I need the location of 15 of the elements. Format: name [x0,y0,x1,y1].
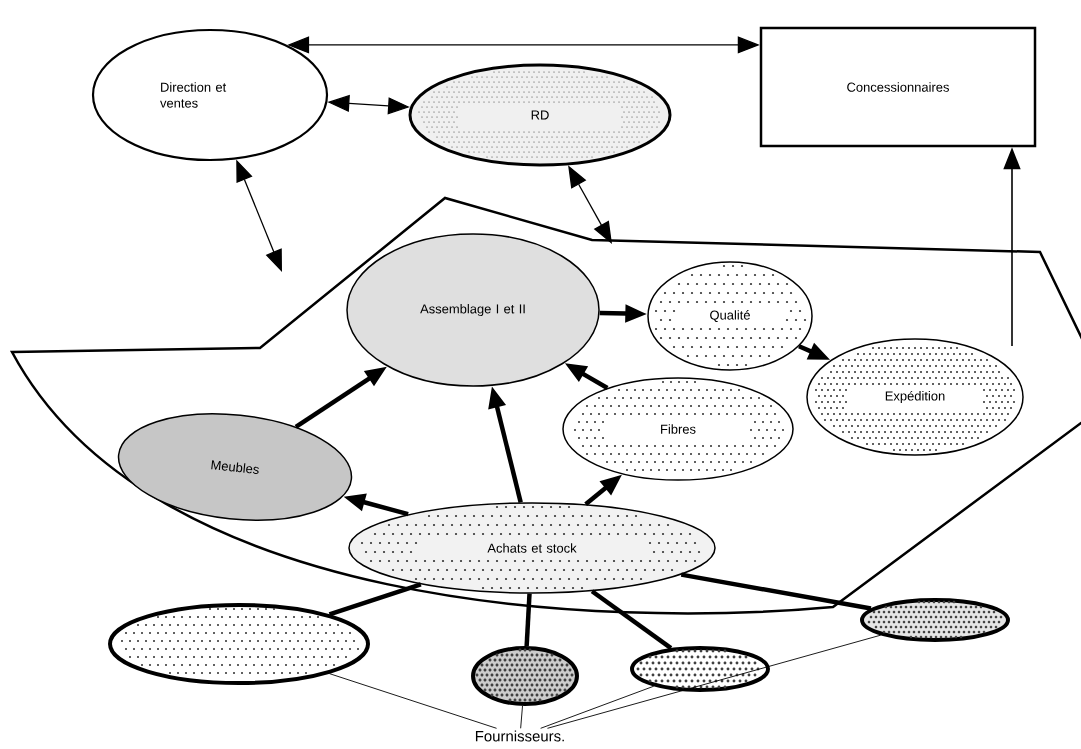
leader-line [547,634,882,729]
supplier-ellipse [108,603,370,685]
connector-line [328,582,422,617]
supplier-ellipse [860,598,1010,642]
supplier-ellipse [471,646,579,706]
leader-line [540,685,655,729]
leader-line [520,705,523,729]
connector-line [590,589,673,650]
supplier-ellipse [630,646,770,692]
leader-line [329,673,497,729]
workshop-blob: Meubles [117,413,353,521]
supplier-label: Fournisseurs. [475,730,564,742]
connector-line [680,572,872,611]
dealer-box: Concessionnaires [759,26,1037,148]
factory-outline [10,196,1081,615]
